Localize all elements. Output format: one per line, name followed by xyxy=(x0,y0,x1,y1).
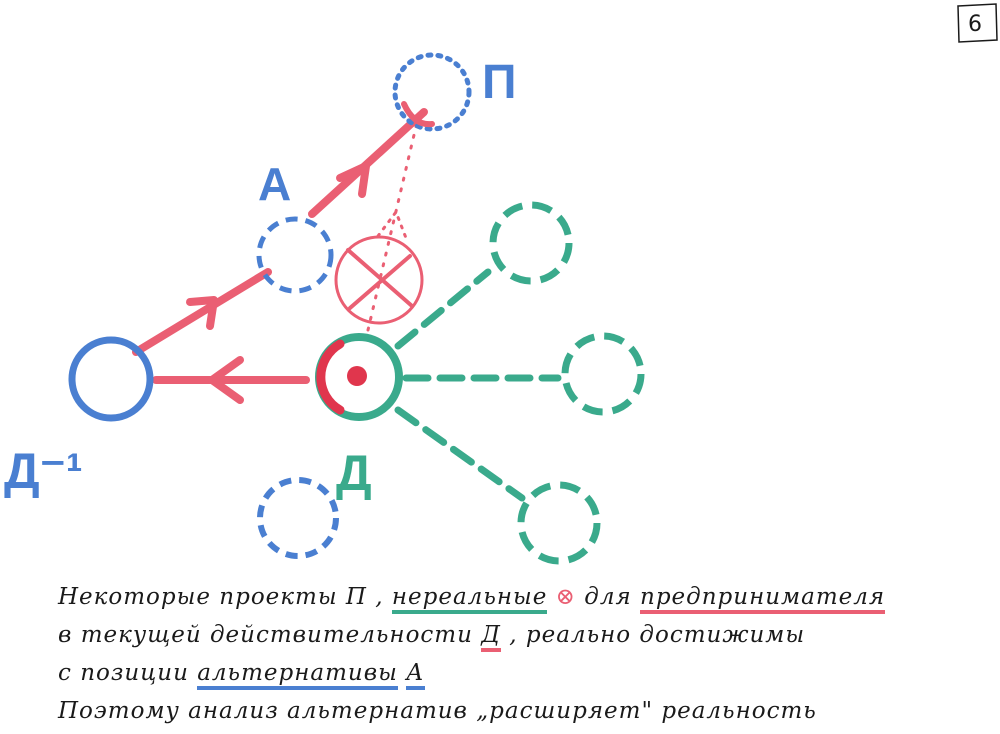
caption-line1-b: нереальные xyxy=(391,584,548,614)
caption-line1-d: предпринимателя xyxy=(640,584,886,614)
caption-line2-b: Д xyxy=(481,622,501,652)
caption-line-4: Поэтому анализ альтернатив „расширяет" р… xyxy=(58,698,817,724)
blocked-circle xyxy=(334,235,424,325)
node-alt-green-3 xyxy=(517,481,601,565)
edge-d-to-p-dotted xyxy=(366,116,420,332)
caption-line-3: с позиции альтернативы А xyxy=(58,654,958,692)
node-d-minus-1 xyxy=(68,336,154,422)
caption-line-2: в текущей действительности Д , реально д… xyxy=(58,616,958,654)
caption-line1-c: для xyxy=(584,584,632,610)
node-alt-green-2 xyxy=(561,332,645,416)
page-number: 6 xyxy=(968,12,982,37)
caption-line2-a: в текущей действительности xyxy=(58,622,473,648)
caption: Некоторые проекты П , нереальные ⊗ для п… xyxy=(58,578,958,730)
node-alt-blue xyxy=(257,477,339,559)
node-d-red-arc xyxy=(316,339,345,415)
label-p: П xyxy=(482,56,517,109)
label-a: А xyxy=(258,158,291,210)
node-p-arrow-tip xyxy=(401,101,435,128)
caption-cross-icon: ⊗ xyxy=(555,584,576,610)
spoke-green-1 xyxy=(394,268,492,350)
node-p xyxy=(392,52,472,132)
arrowhead-dotted xyxy=(376,208,408,240)
caption-line-1: Некоторые проекты П , нереальные ⊗ для п… xyxy=(58,578,958,616)
arrowhead-a-p xyxy=(336,162,370,198)
spoke-green-3 xyxy=(394,406,526,502)
page-number-box xyxy=(957,3,998,43)
caption-line2-c: , реально достижимы xyxy=(509,622,806,648)
node-alt-green-1 xyxy=(489,201,573,285)
label-d-minus-1: Д⁻¹ xyxy=(4,443,83,499)
caption-line1-a: Некоторые проекты П , xyxy=(58,584,384,610)
edge-dm1-to-a xyxy=(132,268,272,356)
caption-line3-b: альтернативы xyxy=(197,660,398,690)
arrowhead-dm1-a xyxy=(186,296,218,330)
node-a xyxy=(256,216,334,294)
label-d: Д xyxy=(336,445,372,501)
blocked-cross-1 xyxy=(346,248,414,308)
node-d-center-dot xyxy=(347,366,367,386)
caption-line3-c: А xyxy=(406,660,425,690)
caption-line3-a: с позиции xyxy=(58,660,189,686)
blocked-cross-2 xyxy=(348,254,412,310)
arrowhead-d-dm1 xyxy=(208,356,244,404)
